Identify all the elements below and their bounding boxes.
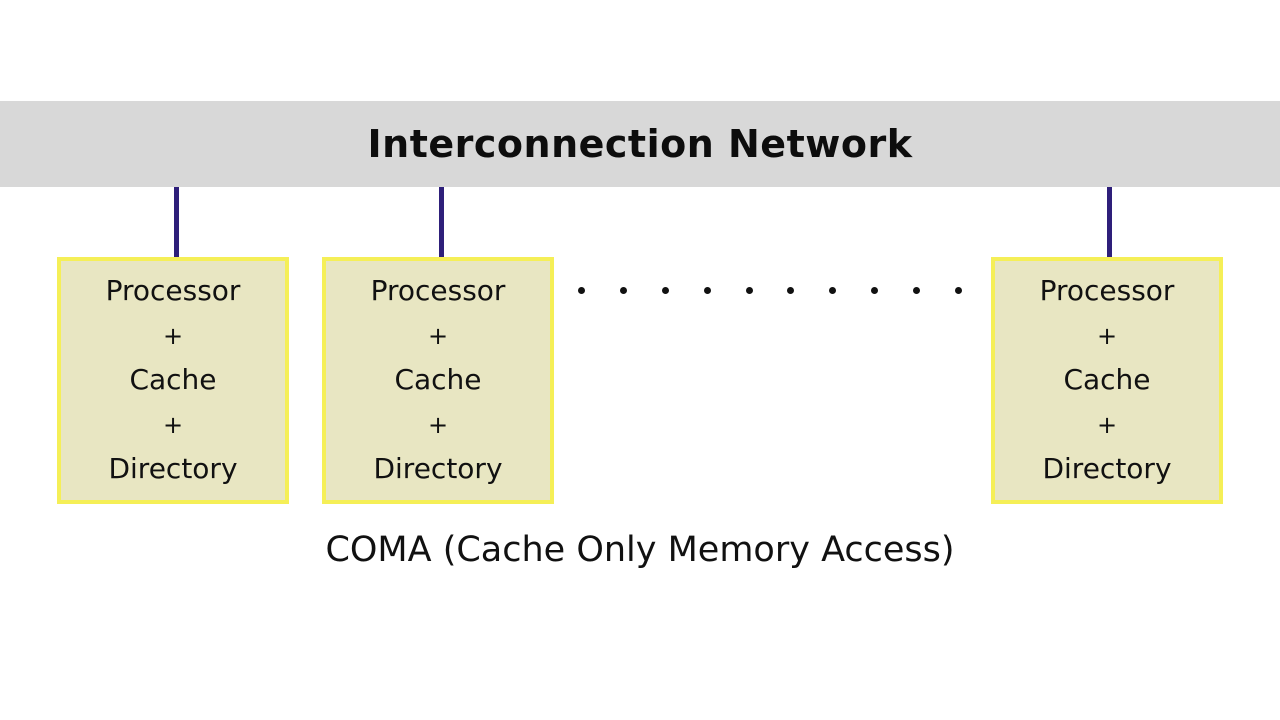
dot-9 xyxy=(913,286,920,294)
node-processor-label: Processor xyxy=(1039,274,1175,308)
node-plus-sign: + xyxy=(162,410,184,439)
processor-node-3: Processor + Cache + Directory xyxy=(991,257,1223,504)
node-plus-sign: + xyxy=(427,410,449,439)
node-cache-label: Cache xyxy=(129,363,217,397)
node-plus-sign: + xyxy=(1096,321,1118,350)
node-directory-label: Directory xyxy=(1042,452,1172,486)
processor-node-2: Processor + Cache + Directory xyxy=(322,257,554,504)
interconnection-network-bar: Interconnection Network xyxy=(0,101,1280,187)
node-processor-label: Processor xyxy=(105,274,241,308)
node-directory-label: Directory xyxy=(108,452,238,486)
dot-8 xyxy=(871,286,879,294)
dot-7 xyxy=(829,286,837,294)
diagram-caption: COMA (Cache Only Memory Access) xyxy=(325,530,955,570)
node-processor-label: Processor xyxy=(370,274,506,308)
node-plus-sign: + xyxy=(1096,410,1118,439)
node-directory-label: Directory xyxy=(373,452,503,486)
dot-4 xyxy=(703,286,711,294)
node-plus-sign: + xyxy=(427,321,449,350)
dot-6 xyxy=(787,286,795,294)
dot-10 xyxy=(954,286,962,294)
node-plus-sign: + xyxy=(162,321,184,350)
network-title: Interconnection Network xyxy=(367,122,913,166)
dot-3 xyxy=(661,286,669,294)
processor-node-1: Processor + Cache + Directory xyxy=(57,257,289,504)
dot-2 xyxy=(619,286,627,294)
ellipsis-dots xyxy=(570,270,970,310)
node-cache-label: Cache xyxy=(1063,363,1151,397)
connector-line-3 xyxy=(1107,187,1112,257)
dot-5 xyxy=(745,286,753,294)
node-cache-label: Cache xyxy=(394,363,482,397)
connector-line-1 xyxy=(174,187,179,257)
dot-1 xyxy=(578,286,585,294)
connector-line-2 xyxy=(439,187,444,257)
